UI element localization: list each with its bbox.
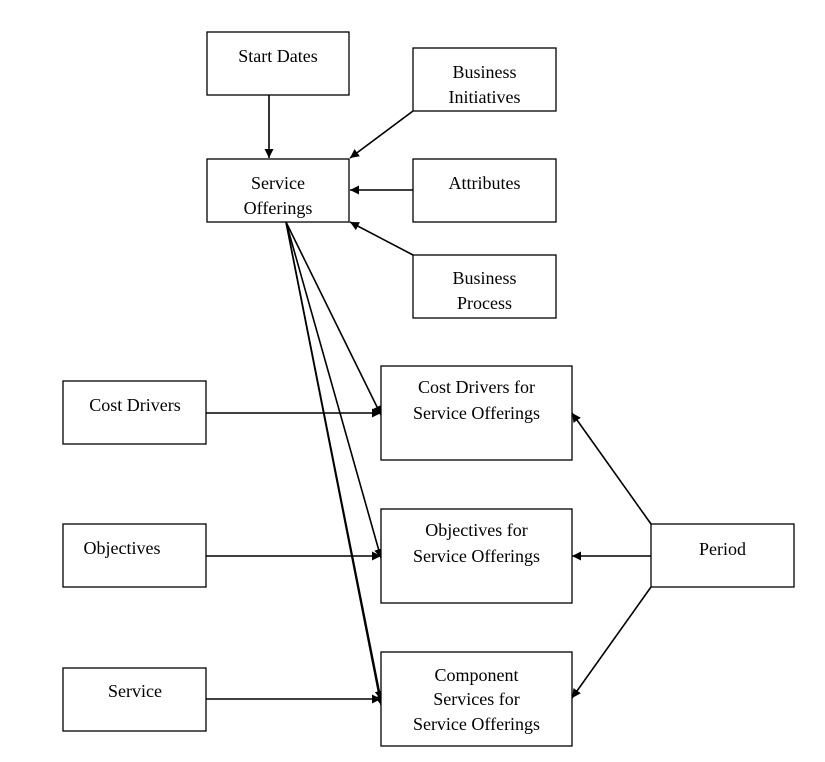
node-box <box>650 523 795 588</box>
node-box <box>412 158 557 223</box>
node-label: Objectives <box>84 538 161 558</box>
node-label: Objectives for <box>425 520 527 540</box>
node-label: Cost Drivers <box>89 395 181 415</box>
node-cost-drivers: Cost Drivers <box>62 380 207 445</box>
node-attributes: Attributes <box>412 158 557 223</box>
edge-service-offerings-to-cost-drivers-for-so <box>285 221 382 416</box>
node-label: Service Offerings <box>413 546 540 566</box>
node-label: Service Offerings <box>413 714 540 734</box>
node-box <box>62 667 207 732</box>
edge-service-offerings-to-objectives-for-so <box>285 221 383 559</box>
node-label: Cost Drivers for <box>418 377 535 397</box>
node-label: Offerings <box>244 198 313 218</box>
node-box <box>412 254 557 319</box>
edge-service-offerings-to-component-services-for-so <box>285 221 384 706</box>
nodes-layer: Start DatesBusinessInitiativesServiceOff… <box>62 31 795 747</box>
node-label: Service <box>251 173 305 193</box>
edge-period-to-component-services-for-so <box>571 586 652 699</box>
edge-business-initiatives-to-service-offerings <box>349 110 414 159</box>
node-label: Period <box>699 539 746 559</box>
node-label: Attributes <box>449 173 521 193</box>
node-label: Service Offerings <box>413 403 540 423</box>
node-service: Service <box>62 667 207 732</box>
node-label: Start Dates <box>238 46 317 66</box>
node-label: Process <box>457 293 512 313</box>
node-box <box>62 380 207 445</box>
node-box <box>380 508 573 604</box>
node-start-dates: Start Dates <box>206 31 350 96</box>
node-box <box>412 47 557 112</box>
node-box <box>380 365 573 461</box>
edge-business-process-to-service-offerings <box>349 221 414 256</box>
node-label: Services for <box>433 689 519 709</box>
edges-layer <box>206 95 652 706</box>
node-box <box>206 158 350 223</box>
node-box <box>380 651 573 747</box>
edge-period-to-cost-drivers-for-so <box>571 412 652 525</box>
node-label: Business <box>452 268 516 288</box>
node-label: Service <box>108 681 162 701</box>
node-period: Period <box>650 523 795 588</box>
node-label: Component <box>435 665 519 685</box>
node-label: Business <box>452 62 516 82</box>
node-label: Initiatives <box>449 87 521 107</box>
node-box <box>62 523 207 588</box>
node-box <box>206 31 350 96</box>
node-objectives: Objectives <box>62 523 207 588</box>
